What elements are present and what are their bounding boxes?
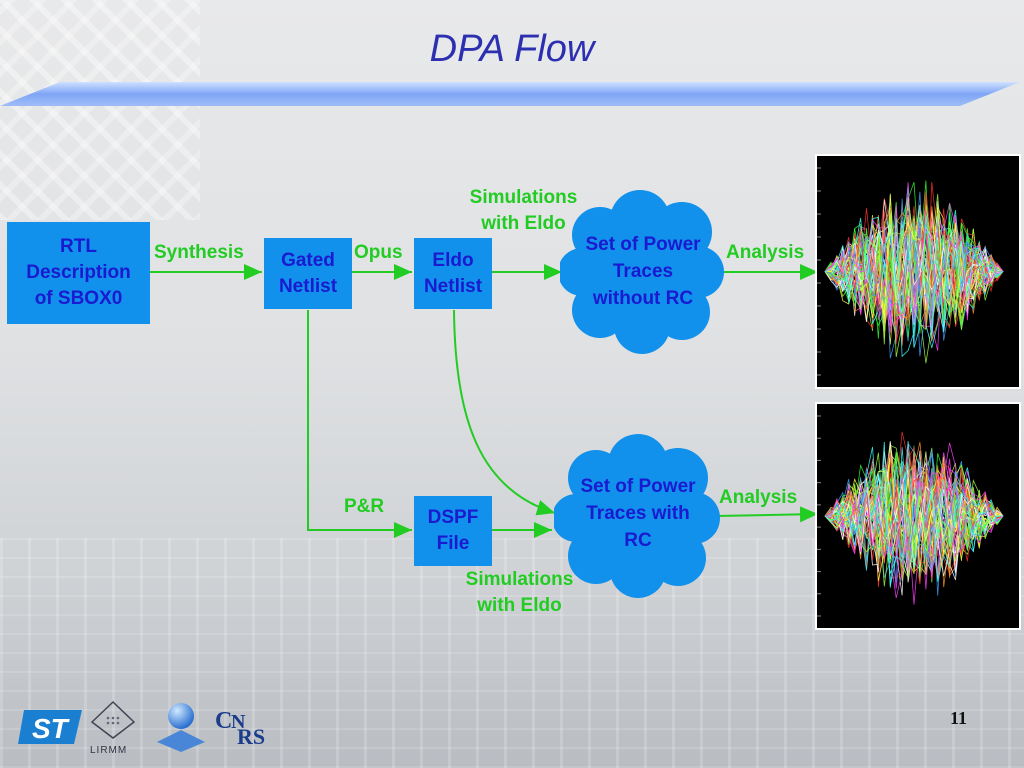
page-number: 11 (950, 708, 968, 728)
globe-grid-logo (157, 703, 205, 752)
slide-title: DPA Flow (429, 28, 595, 70)
rtl-description-box: RTL Description of SBOX0 (7, 222, 150, 324)
svg-text:RS: RS (237, 724, 265, 749)
power-traces-plot-with-rc (815, 402, 1021, 630)
analysis-top-label: Analysis (726, 242, 805, 263)
svg-text:N: N (231, 711, 246, 733)
cloud-with-rc (554, 434, 720, 598)
synthesis-label: Synthesis (154, 242, 244, 263)
trace-plot-image (817, 415, 1004, 617)
cloud-with-rc-label: Set of Power Traces with RC (580, 476, 696, 551)
title-underline-bar (0, 82, 1020, 106)
st-logo: ST (18, 710, 82, 744)
arrow-eldo-to-rc (453, 309, 556, 516)
cloud-without-rc (560, 190, 724, 354)
trace-plot-image (817, 167, 1004, 376)
pr-label: P&R (344, 496, 385, 517)
eldo-netlist-box: Eldo Netlist (414, 238, 492, 309)
dspf-file-box: DSPF File (414, 496, 492, 566)
cnrs-logo: C N RS (215, 708, 265, 749)
lirmm-logo: LIRMM (90, 700, 136, 756)
lirmm-emblem-icon (90, 700, 136, 739)
analysis-bottom-label: Analysis (719, 487, 798, 508)
power-traces-plot-without-rc (815, 154, 1021, 389)
gated-netlist-box: Gated Netlist (264, 238, 352, 309)
arrow-analysis-bottom (715, 506, 819, 523)
simulations-top-label: Simulations with Eldo (469, 187, 578, 234)
svg-text:C: C (215, 708, 232, 734)
opus-label: Opus (354, 242, 403, 263)
lirmm-logo-text: LIRMM (90, 745, 128, 756)
simulations-bottom-label: Simulations with Eldo (465, 569, 574, 616)
background-pattern (0, 0, 200, 220)
svg-text:ST: ST (32, 713, 71, 744)
cloud-without-rc-label: Set of Power Traces without RC (585, 234, 701, 309)
arrow-pr (307, 310, 412, 538)
